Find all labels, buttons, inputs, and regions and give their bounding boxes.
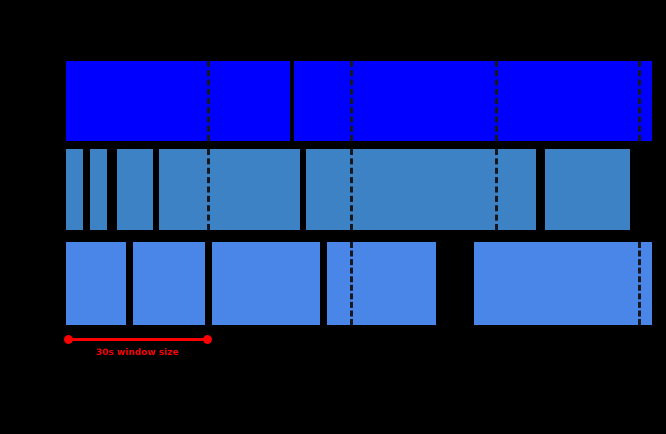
timeline-segment[interactable] [545,149,630,230]
timeline-row-middle [0,149,666,230]
window-size-annotation: 30s window size [0,335,666,368]
timeline-segment[interactable] [90,149,107,230]
timeline-segment[interactable] [327,242,436,325]
measure-endpoint-left-icon [64,335,73,344]
timeline-segment[interactable] [117,149,153,230]
timeline-segment[interactable] [66,242,126,325]
measure-endpoint-right-icon [203,335,212,344]
timeline-segment[interactable] [159,149,300,230]
window-size-label: 30s window size [96,348,179,358]
timeline-segment[interactable] [474,242,652,325]
measure-line [68,338,207,341]
timeline-row-top [0,61,666,141]
timeline-segment[interactable] [212,242,320,325]
timeline-segment[interactable] [66,149,83,230]
timeline-segment[interactable] [294,61,652,141]
timeline-segment[interactable] [133,242,205,325]
timeline-segment[interactable] [306,149,536,230]
timeline-row-bottom [0,242,666,325]
timeline-segment[interactable] [66,61,290,141]
